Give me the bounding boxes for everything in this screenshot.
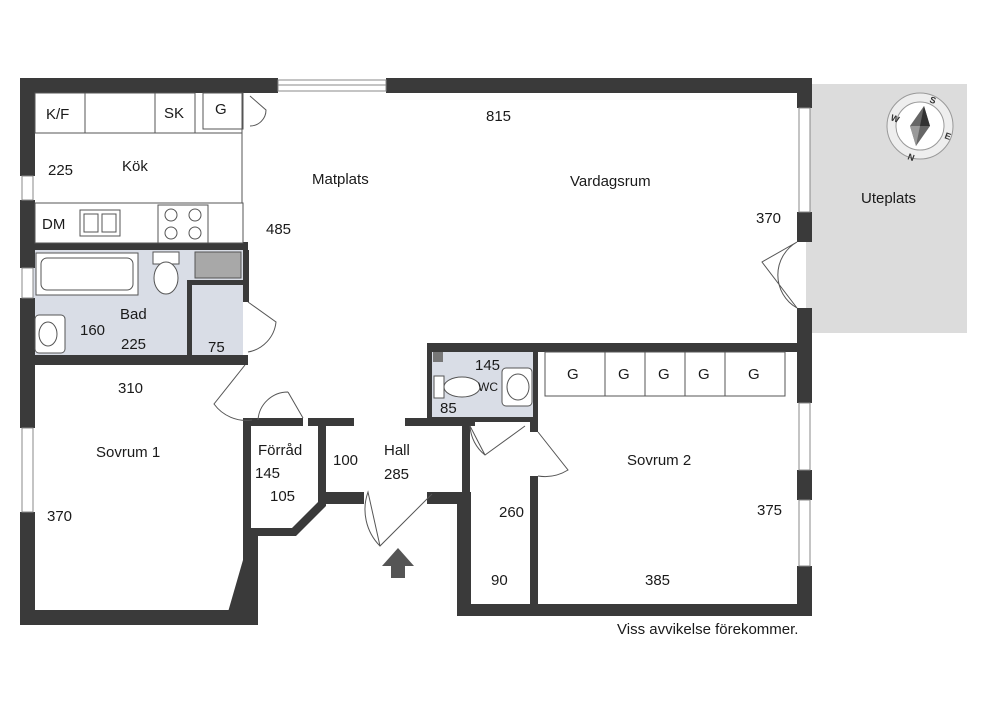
room-wc: WC: [478, 380, 498, 394]
dim-kok: 225: [48, 162, 73, 179]
room-kok: Kök: [122, 158, 148, 175]
label-g-2: G: [618, 366, 630, 383]
label-g-5: G: [748, 366, 760, 383]
dim-wc-85: 85: [440, 400, 457, 417]
dim-hall-100: 100: [333, 452, 358, 469]
dim-bad-225: 225: [121, 336, 146, 353]
label-dm: DM: [42, 216, 65, 233]
dim-matplats-485: 485: [266, 221, 291, 238]
compass-e: E: [943, 130, 952, 141]
dim-hall-285: 285: [384, 466, 409, 483]
room-sovrum2: Sovrum 2: [627, 452, 691, 469]
dim-sovrum1-370: 370: [47, 508, 72, 525]
dim-wc-145: 145: [475, 357, 500, 374]
kitchen-fixtures: [34, 92, 244, 244]
dim-corridor-260: 260: [499, 504, 524, 521]
dim-sovrum1-310: 310: [118, 380, 143, 397]
compass-icon: S E N W: [886, 92, 954, 163]
dim-vardagsrum-815: 815: [486, 108, 511, 125]
compass-w: W: [889, 112, 901, 124]
room-sovrum1: Sovrum 1: [96, 444, 160, 461]
dim-bad-75: 75: [208, 339, 225, 356]
label-kf: K/F: [46, 106, 69, 123]
walls: [20, 78, 812, 625]
label-sk: SK: [164, 105, 184, 122]
wardrobes: [544, 351, 786, 397]
compass-s: S: [928, 94, 937, 105]
dim-sovrum2-375: 375: [757, 502, 782, 519]
dim-vardagsrum-370: 370: [756, 210, 781, 227]
dim-corridor-90: 90: [491, 572, 508, 589]
label-g-3: G: [658, 366, 670, 383]
dim-sovrum2-385: 385: [645, 572, 670, 589]
windows: [21, 79, 811, 567]
entrance-arrow: [382, 548, 414, 578]
label-g-kitchen: G: [215, 101, 227, 118]
room-bad: Bad: [120, 306, 147, 323]
compass-n: N: [906, 151, 916, 163]
dim-forrad-105: 105: [270, 488, 295, 505]
room-forrad: Förråd: [258, 442, 302, 459]
doors: [213, 95, 798, 547]
label-g-4: G: [698, 366, 710, 383]
label-g-1: G: [567, 366, 579, 383]
room-hall: Hall: [384, 442, 410, 459]
wc-fixtures: [433, 352, 533, 407]
room-matplats: Matplats: [312, 171, 369, 188]
dim-bad-160: 160: [80, 322, 105, 339]
dim-forrad-145: 145: [255, 465, 280, 482]
room-vardagsrum: Vardagsrum: [570, 173, 651, 190]
room-uteplats: Uteplats: [861, 190, 916, 207]
bath-fixtures: [34, 251, 242, 354]
disclaimer: Viss avvikelse förekommer.: [617, 621, 798, 638]
